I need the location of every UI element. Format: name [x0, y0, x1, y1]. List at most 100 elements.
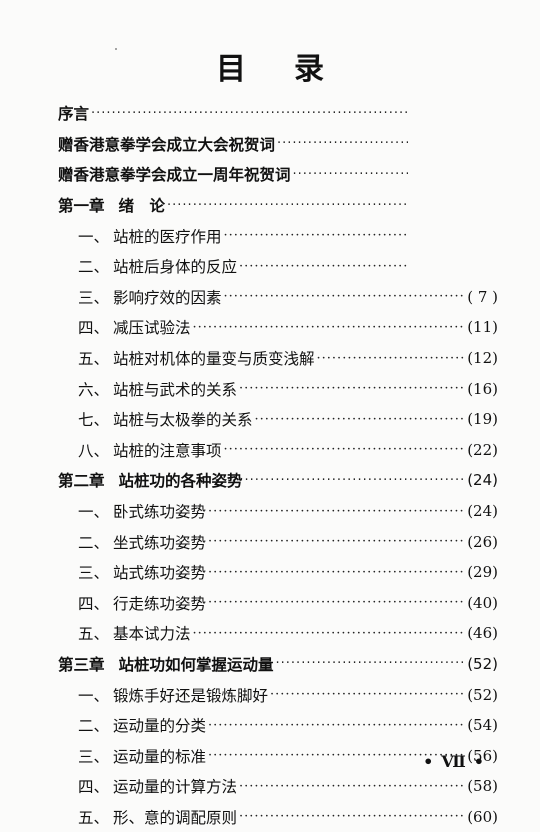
toc-leader-dots: ········································… — [244, 472, 466, 488]
toc-leader-dots: ········································… — [208, 534, 465, 550]
toc-section-entry: 五、站桩对机体的量变与质变浅解·························… — [58, 343, 498, 374]
toc-leader-dots: ········································… — [208, 748, 465, 764]
toc-leader-dots: ········································… — [192, 319, 466, 335]
toc-entry-title: 站桩与武术的关系 — [113, 380, 238, 399]
toc-front-entry: 序言······································… — [58, 98, 498, 129]
toc-entry-number: 八、 — [78, 441, 110, 460]
toc-entry-number: 五、 — [78, 350, 110, 369]
toc-entry-label: 三、站式练功姿势 — [78, 561, 206, 583]
toc-chapter-entry: 第一章绪 论··································… — [58, 190, 498, 221]
toc-entry-number: 二、 — [78, 258, 110, 277]
toc-section-entry: 二、坐式练功姿势································… — [58, 526, 498, 557]
toc-front-entry: 赠香港意拳学会成立大会祝贺词··························… — [58, 129, 498, 160]
toc-leader-dots: ········································… — [239, 381, 466, 397]
toc-leader-dots: ········································… — [292, 166, 408, 182]
toc-entry-title: 站桩对机体的量变与质变浅解 — [113, 350, 315, 369]
toc-entry-title: 形、意的调配原则 — [113, 808, 238, 827]
folio-bullet-right: • — [473, 752, 484, 771]
toc-entry-label: 五、站桩对机体的量变与质变浅解 — [78, 347, 315, 369]
toc-entry-title: 序言 — [58, 105, 90, 124]
toc-page-number: (52) — [467, 685, 498, 704]
title-char-right: 录 — [294, 52, 324, 87]
toc-chapter-entry: 第二章站桩功的各种姿势·····························… — [58, 465, 498, 496]
toc-entry-number: 五、 — [78, 625, 110, 644]
toc-entry-number: 七、 — [78, 411, 110, 430]
toc-entry-label: 五、形、意的调配原则 — [78, 806, 237, 828]
toc-entry-title: 站桩后身体的反应 — [113, 258, 238, 277]
toc-entry-title: 减压试验法 — [113, 319, 191, 338]
toc-entry-title: 锻炼手好还是锻炼脚好 — [113, 686, 269, 705]
toc-entry-label: 四、行走练功姿势 — [78, 592, 206, 614]
toc-page-number: (56) — [467, 746, 498, 765]
toc-entry-label: 三、运动量的标准 — [78, 745, 206, 767]
toc-page-number: (19) — [467, 410, 498, 429]
print-speck — [115, 48, 117, 50]
toc-chapter-entry: 第三章站桩功如何掌握运动量···························… — [58, 649, 498, 680]
toc-page-number: ( 7 ) — [467, 287, 498, 306]
toc-entry-number: 四、 — [78, 778, 110, 797]
toc-entry-label: 八、站桩的注意事项 — [78, 439, 222, 461]
toc-leader-dots: ········································… — [254, 411, 466, 427]
toc-entry-title: 坐式练功姿势 — [113, 533, 207, 552]
toc-page-number: (58) — [467, 777, 498, 796]
toc-leader-dots: ········································… — [316, 350, 466, 366]
toc-entry-number: 一、 — [78, 503, 110, 522]
toc-leader-dots: ········································… — [91, 105, 408, 121]
toc-page-number: (52) — [467, 654, 498, 673]
toc-entry-label: 第二章站桩功的各种姿势 — [58, 469, 243, 491]
page-title: 目录 — [0, 44, 540, 88]
toc-entry-title: 绪 论 — [118, 197, 166, 216]
toc-entry-number: 一、 — [78, 686, 110, 705]
toc-page-number: (24) — [467, 471, 498, 490]
toc-leader-dots: ········································… — [208, 595, 465, 611]
page-folio: •Ⅶ• — [415, 752, 492, 771]
toc-leader-dots: ········································… — [208, 564, 465, 580]
toc-page-number: (12) — [467, 349, 498, 368]
toc-entry-title: 基本试力法 — [113, 625, 191, 644]
toc-leader-dots: ········································… — [208, 503, 465, 519]
toc-leader-dots: ········································… — [208, 717, 465, 733]
toc-entry-number: 三、 — [78, 288, 110, 307]
toc-entry-title: 站桩的医疗作用 — [113, 227, 222, 246]
toc-leader-dots: ········································… — [277, 136, 408, 152]
toc-entry-number: 三、 — [78, 564, 110, 583]
toc-leader-dots: ········································… — [192, 625, 466, 641]
toc-front-entry: 赠香港意拳学会成立一周年祝贺词·························… — [58, 159, 498, 190]
toc-leader-dots: ········································… — [239, 778, 466, 794]
toc-leader-dots: ········································… — [167, 197, 408, 213]
toc-section-entry: 四、行走练功姿势································… — [58, 588, 498, 619]
toc-section-entry: 六、站桩与武术的关系······························… — [58, 373, 498, 404]
toc-entry-number: 二、 — [78, 533, 110, 552]
toc-leader-dots: ········································… — [275, 656, 466, 672]
toc-entry-label: 三、影响疗效的因素 — [78, 286, 222, 308]
toc-leader-dots: ········································… — [270, 687, 466, 703]
toc-entry-title: 站桩的注意事项 — [113, 441, 222, 460]
toc-section-entry: 四、减压试验法·································… — [58, 312, 498, 343]
toc-page-number: (24) — [467, 502, 498, 521]
toc-entry-title: 行走练功姿势 — [113, 594, 207, 613]
toc-entry-number: 第三章 — [58, 655, 105, 674]
toc-entry-label: 一、站桩的医疗作用 — [78, 225, 222, 247]
toc-section-entry: 五、基本试力法·································… — [58, 618, 498, 649]
toc-entry-label: 第三章站桩功如何掌握运动量 — [58, 653, 274, 675]
toc-page-number: (29) — [467, 563, 498, 582]
toc-entry-label: 一、锻炼手好还是锻炼脚好 — [78, 684, 268, 706]
toc-entry-title: 运动量的分类 — [113, 717, 207, 736]
toc-section-entry: 八、站桩的注意事项·······························… — [58, 435, 498, 466]
toc-entry-number: 三、 — [78, 747, 110, 766]
toc-section-entry: 七、站桩与太极拳的关系·····························… — [58, 404, 498, 435]
toc-section-entry: 一、站桩的医疗作用·······························… — [58, 220, 498, 251]
toc-entry-title: 卧式练功姿势 — [113, 503, 207, 522]
toc-entry-number: 二、 — [78, 717, 110, 736]
toc-entry-label: 六、站桩与武术的关系 — [78, 378, 237, 400]
toc-entry-number: 第一章 — [58, 197, 105, 216]
toc-section-entry: 一、卧式练功姿势································… — [58, 496, 498, 527]
toc-entry-title: 站桩与太极拳的关系 — [113, 411, 253, 430]
toc-entry-label: 一、卧式练功姿势 — [78, 500, 206, 522]
toc-list: 序言······································… — [58, 98, 498, 832]
toc-section-entry: 二、站桩后身体的反应······························… — [58, 251, 498, 282]
toc-entry-label: 四、运动量的计算方法 — [78, 775, 237, 797]
toc-section-entry: 二、运动量的分类································… — [58, 710, 498, 741]
toc-section-entry: 三、影响疗效的因素·······························… — [58, 282, 498, 313]
folio-numeral: Ⅶ — [441, 752, 466, 771]
